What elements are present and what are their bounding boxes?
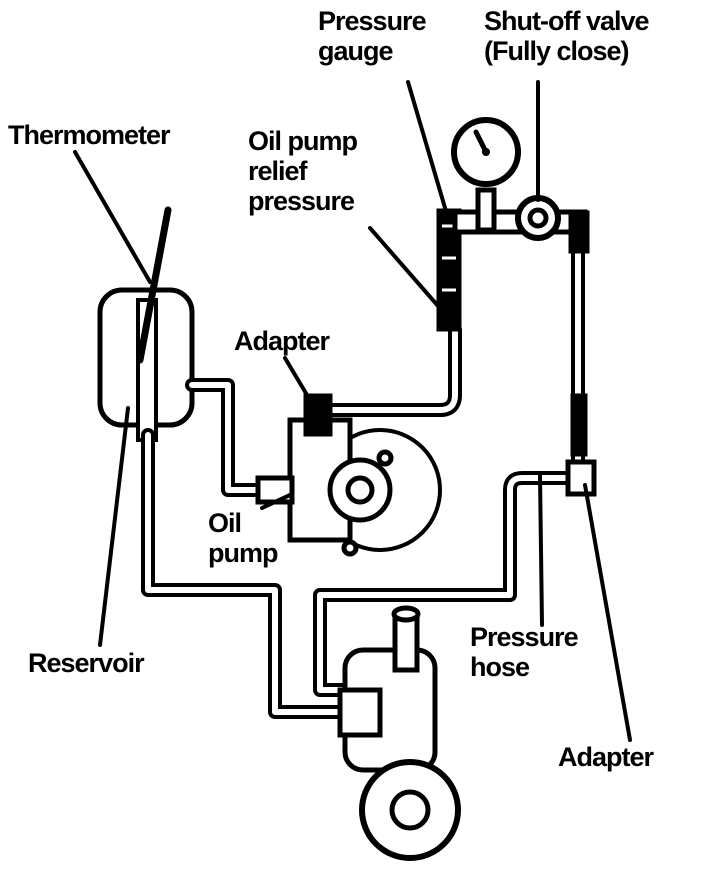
label-oil-pump-line2: pump xyxy=(208,538,278,568)
label-relief-pressure-line3: pressure xyxy=(248,186,355,216)
adapter-fitting-bottom xyxy=(565,393,597,497)
return-hose xyxy=(141,428,352,719)
label-pressure-gauge: Pressure gauge xyxy=(318,6,427,66)
supply-hose xyxy=(185,378,269,497)
label-relief-pressure: Oil pump relief pressure xyxy=(248,126,358,216)
label-reservoir: Reservoir xyxy=(28,648,145,678)
thermometer xyxy=(136,206,172,364)
label-pressure-gauge-line2: gauge xyxy=(318,36,394,66)
label-shutoff-valve-line1: Shut-off valve xyxy=(484,6,650,36)
label-shutoff-valve-line2: (Fully close) xyxy=(484,36,630,66)
oil-pump xyxy=(255,393,442,557)
gauge-manifold xyxy=(436,187,590,332)
label-adapter-top: Adapter xyxy=(234,326,330,356)
gear-pressure-hose xyxy=(313,471,577,697)
label-adapter-bottom: Adapter xyxy=(558,742,654,772)
pump-pressure-hose xyxy=(323,323,462,417)
leader-lines xyxy=(73,80,632,742)
label-relief-pressure-line2: relief xyxy=(248,156,308,186)
label-oil-pump-line1: Oil xyxy=(208,508,242,538)
label-pressure-hose-line2: hose xyxy=(470,652,530,682)
reservoir xyxy=(97,287,195,442)
label-relief-pressure-line1: Oil pump xyxy=(248,126,358,156)
label-pressure-gauge-line1: Pressure xyxy=(318,6,427,36)
label-shutoff-valve: Shut-off valve (Fully close) xyxy=(484,6,650,66)
steering-gear-box xyxy=(337,605,461,861)
label-pressure-hose-line1: Pressure xyxy=(470,622,579,652)
label-thermometer: Thermometer xyxy=(8,120,171,150)
shutoff-valve xyxy=(515,195,561,241)
label-pressure-hose: Pressure hose xyxy=(470,622,579,682)
label-oil-pump: Oil pump xyxy=(208,508,278,568)
pressure-gauge xyxy=(451,117,521,187)
